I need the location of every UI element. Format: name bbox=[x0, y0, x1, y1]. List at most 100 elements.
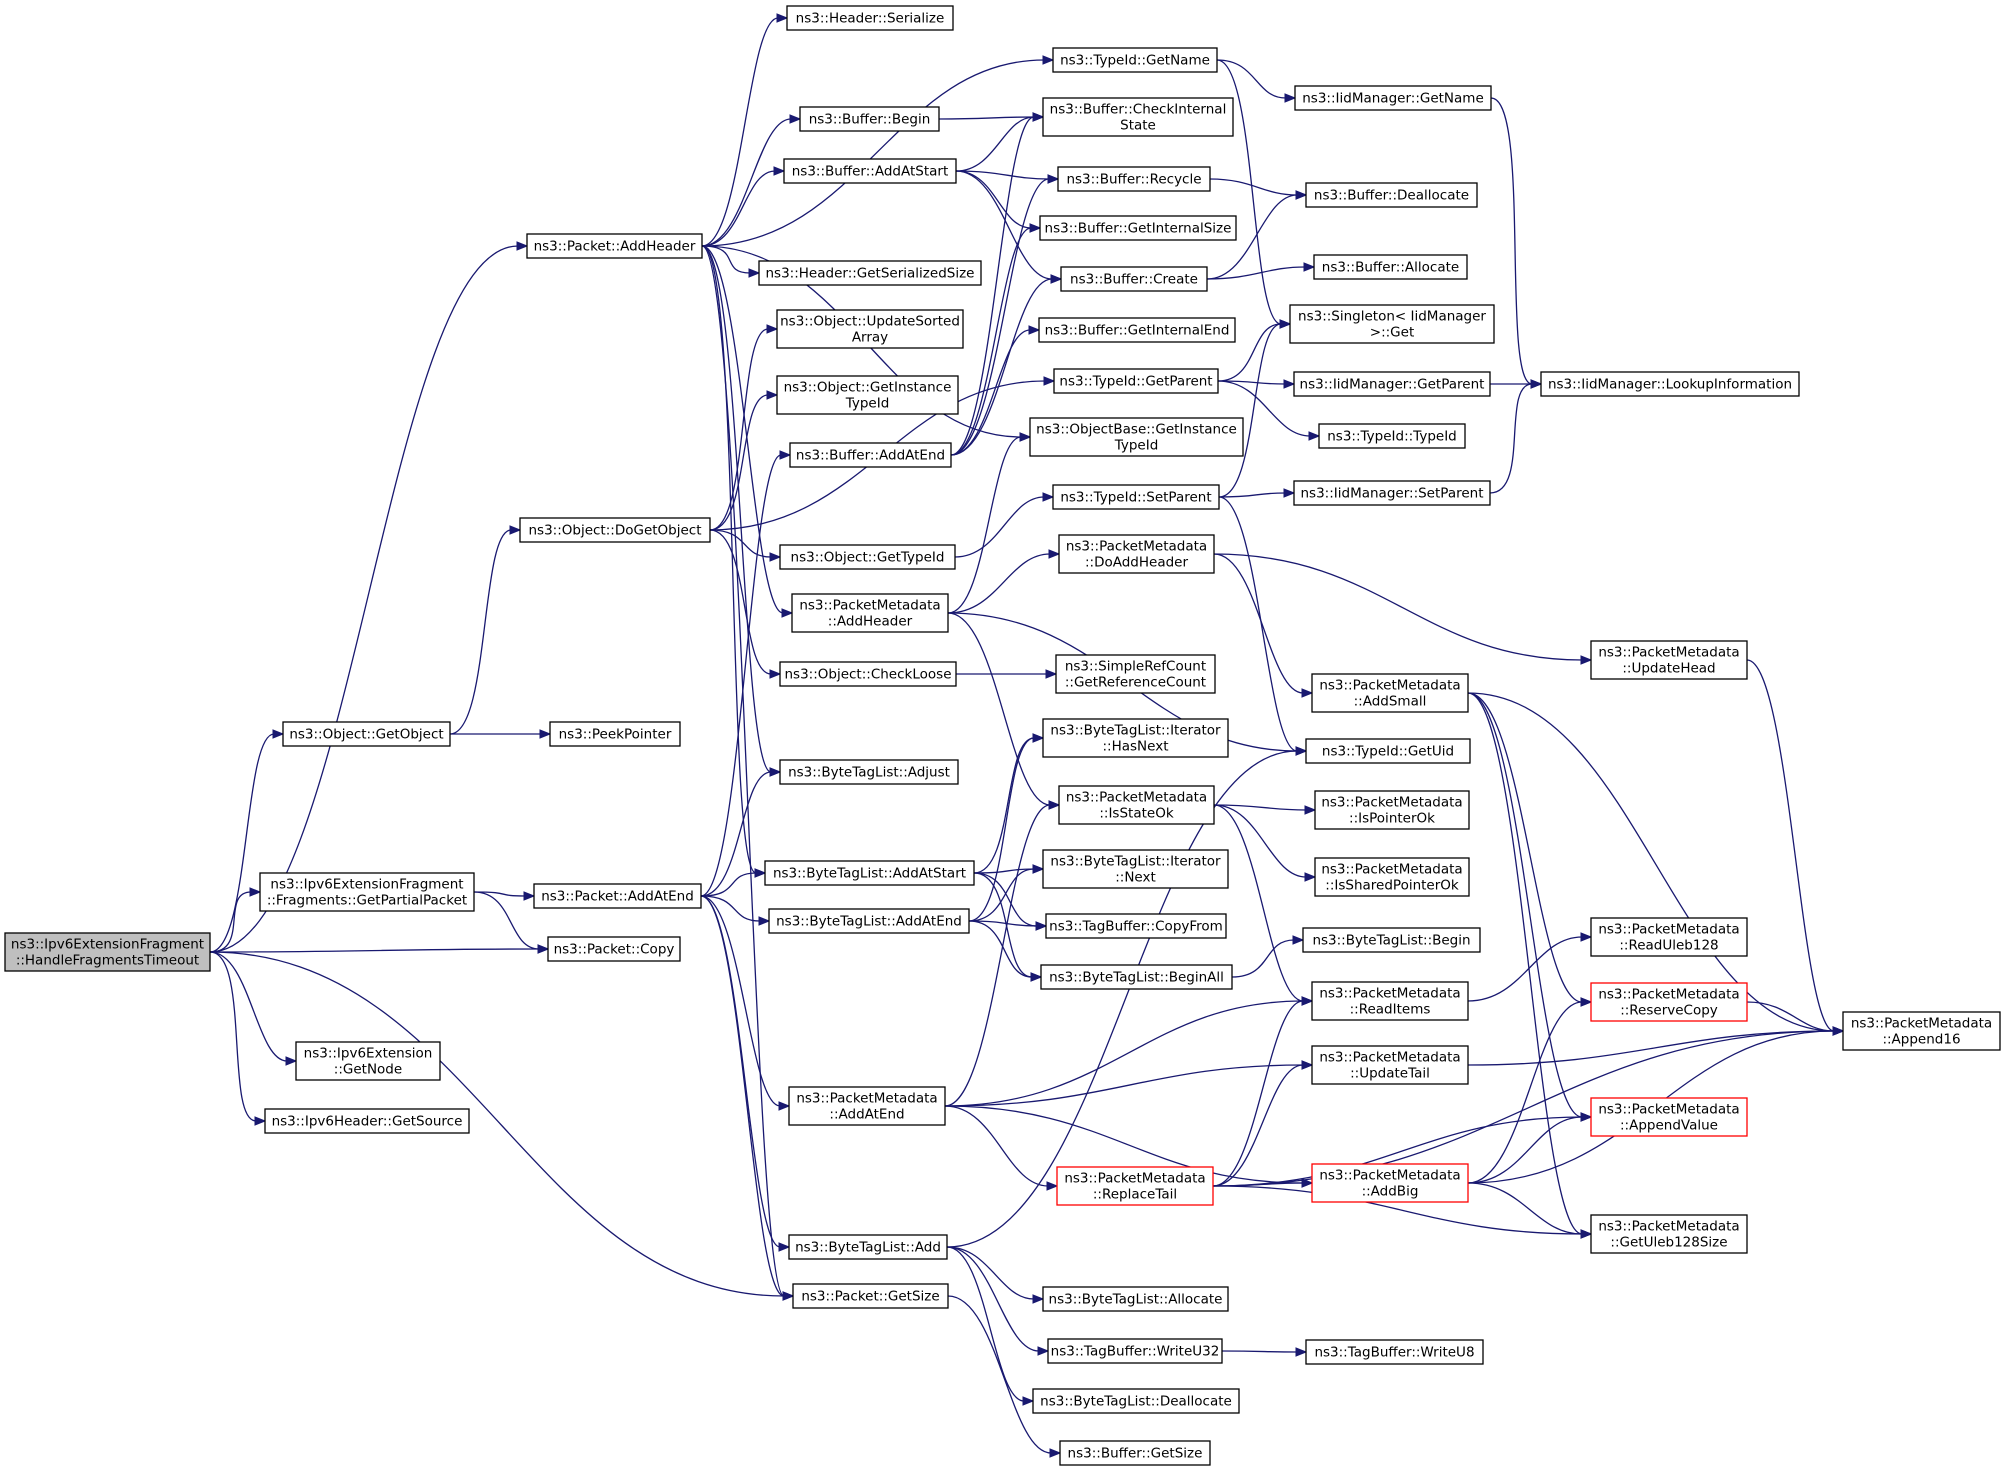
function-node-pkt-addatend[interactable]: ns3::Packet::AddAtEnd bbox=[533, 883, 702, 909]
function-node-peekpointer[interactable]: ns3::PeekPointer bbox=[549, 721, 681, 747]
node-label-line: ns3::Packet::Copy bbox=[554, 942, 675, 958]
function-node-obj-getobject[interactable]: ns3::Object::GetObject bbox=[282, 721, 451, 747]
edge-arrowhead bbox=[1580, 655, 1593, 665]
node-label-line: ::GetNode bbox=[334, 1062, 402, 1078]
node-label-line: ns3::IidManager::GetName bbox=[1302, 91, 1484, 107]
function-node-buf-begin[interactable]: ns3::Buffer::Begin bbox=[799, 106, 940, 132]
node-label-line: ns3::Buffer::Begin bbox=[809, 112, 931, 128]
function-node-hdr-getsource[interactable]: ns3::Ipv6Header::GetSource bbox=[264, 1108, 470, 1134]
function-node-tid-getparent[interactable]: ns3::TypeId::GetParent bbox=[1053, 368, 1219, 394]
function-node-pm-updatehead[interactable]: ns3::PacketMetadata::UpdateHead bbox=[1590, 640, 1748, 680]
function-node-root[interactable]: ns3::Ipv6ExtensionFragment::HandleFragme… bbox=[4, 932, 211, 972]
edge-arrowhead bbox=[1030, 972, 1043, 982]
function-node-ext-getnode[interactable]: ns3::Ipv6Extension::GetNode bbox=[295, 1041, 441, 1081]
function-node-buf-addatstart[interactable]: ns3::Buffer::AddAtStart bbox=[783, 158, 957, 184]
node-label-line: ::ReadUleb128 bbox=[1619, 938, 1718, 954]
node-box bbox=[776, 375, 959, 415]
call-edge-tid_getparent-to-iid_getparent bbox=[1217, 379, 1296, 389]
function-node-pm-getulebsize[interactable]: ns3::PacketMetadata::GetUleb128Size bbox=[1590, 1214, 1748, 1254]
function-node-hdr-serialize[interactable]: ns3::Header::Serialize bbox=[786, 5, 954, 31]
function-node-iid-getname[interactable]: ns3::IidManager::GetName bbox=[1294, 85, 1492, 111]
function-node-btl-deallocate[interactable]: ns3::ByteTagList::Deallocate bbox=[1032, 1388, 1240, 1414]
function-node-pm-addheader[interactable]: ns3::PacketMetadata::AddHeader bbox=[791, 593, 949, 633]
function-node-pm-issharedpointerok[interactable]: ns3::PacketMetadata::IsSharedPointerOk bbox=[1314, 857, 1470, 897]
function-node-iid-setparent[interactable]: ns3::IidManager::SetParent bbox=[1293, 480, 1491, 506]
function-node-tid-getuid[interactable]: ns3::TypeId::GetUid bbox=[1305, 738, 1471, 764]
call-edge-buf_addatend-to-buf_getinternalend bbox=[950, 325, 1041, 456]
node-label-line: ns3::Ipv6Header::GetSource bbox=[272, 1114, 463, 1130]
function-node-obj-gettypeid[interactable]: ns3::Object::GetTypeId bbox=[779, 544, 956, 570]
function-node-pkt-copy[interactable]: ns3::Packet::Copy bbox=[547, 936, 681, 962]
function-node-btl-it-next[interactable]: ns3::ByteTagList::Iterator::Next bbox=[1042, 849, 1229, 889]
function-node-btl-add[interactable]: ns3::ByteTagList::Add bbox=[788, 1234, 948, 1260]
function-node-obj-checkloose[interactable]: ns3::Object::CheckLoose bbox=[779, 661, 957, 687]
call-edge-buf_create-to-buf_allocate bbox=[1206, 262, 1316, 280]
node-box bbox=[526, 233, 703, 259]
function-node-buf-getinternalsize[interactable]: ns3::Buffer::GetInternalSize bbox=[1039, 215, 1237, 241]
function-node-tb-writeu8[interactable]: ns3::TagBuffer::WriteU8 bbox=[1305, 1339, 1484, 1365]
function-node-tb-copyfrom[interactable]: ns3::TagBuffer::CopyFrom bbox=[1045, 913, 1227, 939]
function-node-buf-getinternalend[interactable]: ns3::Buffer::GetInternalEnd bbox=[1038, 317, 1236, 343]
edge-arrowhead bbox=[1032, 733, 1045, 743]
edge-arrowhead bbox=[1284, 93, 1297, 103]
node-label-line: ns3::TypeId::GetParent bbox=[1059, 374, 1212, 390]
function-node-pm-readitems[interactable]: ns3::PacketMetadata::ReadItems bbox=[1311, 981, 1469, 1021]
function-node-pm-replacetail[interactable]: ns3::PacketMetadata::ReplaceTail bbox=[1056, 1166, 1214, 1206]
function-node-pm-append16[interactable]: ns3::PacketMetadata::Append16 bbox=[1842, 1011, 2001, 1051]
function-node-tb-writeu32[interactable]: ns3::TagBuffer::WriteU32 bbox=[1047, 1338, 1223, 1364]
function-node-pkt-getsize[interactable]: ns3::Packet::GetSize bbox=[792, 1283, 949, 1309]
function-node-buf-allocate[interactable]: ns3::Buffer::Allocate bbox=[1313, 254, 1468, 280]
function-node-tid-getname[interactable]: ns3::TypeId::GetName bbox=[1052, 47, 1218, 73]
function-node-pkt-addheader[interactable]: ns3::Packet::AddHeader bbox=[526, 233, 703, 259]
function-node-buf-recycle[interactable]: ns3::Buffer::Recycle bbox=[1057, 166, 1211, 192]
function-node-pm-addsmall[interactable]: ns3::PacketMetadata::AddSmall bbox=[1311, 673, 1469, 713]
function-node-tid-typeid[interactable]: ns3::TypeId::TypeId bbox=[1318, 423, 1466, 449]
function-node-singleton-get[interactable]: ns3::Singleton< IidManager>::Get bbox=[1289, 304, 1495, 344]
function-node-pm-reservecopy[interactable]: ns3::PacketMetadata::ReserveCopy bbox=[1590, 982, 1748, 1022]
function-node-obj-dogetobject[interactable]: ns3::Object::DoGetObject bbox=[519, 517, 711, 543]
function-node-pm-updatetail[interactable]: ns3::PacketMetadata::UpdateTail bbox=[1311, 1045, 1469, 1085]
function-node-src-getrefcount[interactable]: ns3::SimpleRefCount::GetReferenceCount bbox=[1055, 654, 1216, 694]
function-node-pm-addbig[interactable]: ns3::PacketMetadata::AddBig bbox=[1311, 1163, 1469, 1203]
function-node-btl-beginall[interactable]: ns3::ByteTagList::BeginAll bbox=[1040, 964, 1233, 990]
function-node-tid-setparent[interactable]: ns3::TypeId::SetParent bbox=[1052, 484, 1220, 510]
node-label-line: Array bbox=[852, 330, 888, 346]
function-node-frag-getpartial[interactable]: ns3::Ipv6ExtensionFragment::Fragments::G… bbox=[259, 872, 475, 912]
node-box bbox=[1042, 97, 1234, 137]
function-node-pm-appendvalue[interactable]: ns3::PacketMetadata::AppendValue bbox=[1590, 1097, 1748, 1137]
node-box bbox=[792, 1283, 949, 1309]
function-node-buf-deallocate[interactable]: ns3::Buffer::Deallocate bbox=[1305, 182, 1478, 208]
function-node-iid-getparent[interactable]: ns3::IidManager::GetParent bbox=[1293, 371, 1491, 397]
node-box bbox=[1289, 304, 1495, 344]
function-node-pm-doaddheader[interactable]: ns3::PacketMetadata::DoAddHeader bbox=[1058, 534, 1215, 574]
node-label-line: ns3::PacketMetadata bbox=[1851, 1016, 1992, 1032]
node-box bbox=[1057, 166, 1211, 192]
edge-arrowhead bbox=[1048, 549, 1061, 559]
node-box bbox=[779, 544, 956, 570]
function-node-pm-addatend[interactable]: ns3::PacketMetadata::AddAtEnd bbox=[788, 1086, 946, 1126]
function-node-btl-begin[interactable]: ns3::ByteTagList::Begin bbox=[1302, 927, 1481, 953]
node-box bbox=[1314, 790, 1470, 830]
edge-arrowhead bbox=[1019, 432, 1032, 442]
function-node-buf-create[interactable]: ns3::Buffer::Create bbox=[1060, 266, 1208, 292]
function-node-buf-getsize[interactable]: ns3::Buffer::GetSize bbox=[1059, 1440, 1211, 1466]
function-node-btl-allocate[interactable]: ns3::ByteTagList::Allocate bbox=[1042, 1286, 1229, 1312]
call-edge-pkt_getsize-to-buf_getsize bbox=[947, 1295, 1062, 1458]
function-node-btl-it-hasnext[interactable]: ns3::ByteTagList::Iterator::HasNext bbox=[1042, 718, 1229, 758]
function-node-iid-lookup[interactable]: ns3::IidManager::LookupInformation bbox=[1540, 371, 1800, 397]
node-box bbox=[1293, 480, 1491, 506]
call-edge-pm_updatetail-to-pm_append16 bbox=[1467, 1026, 1845, 1066]
function-node-hdr-getserializedsize[interactable]: ns3::Header::GetSerializedSize bbox=[758, 260, 982, 286]
function-node-btl-addatend[interactable]: ns3::ByteTagList::AddAtEnd bbox=[768, 908, 970, 934]
function-node-buf-addatend[interactable]: ns3::Buffer::AddAtEnd bbox=[789, 442, 952, 468]
function-node-pm-readuleb[interactable]: ns3::PacketMetadata::ReadUleb128 bbox=[1590, 917, 1748, 957]
call-edge-buf_begin-to-buf_checkinternal bbox=[938, 112, 1045, 122]
function-node-pm-isstateok[interactable]: ns3::PacketMetadata::IsStateOk bbox=[1058, 785, 1215, 825]
function-node-btl-addatstart[interactable]: ns3::ByteTagList::AddAtStart bbox=[764, 860, 975, 886]
function-node-pm-ispointerok[interactable]: ns3::PacketMetadata::IsPointerOk bbox=[1314, 790, 1470, 830]
function-node-btl-adjust[interactable]: ns3::ByteTagList::Adjust bbox=[779, 759, 959, 785]
